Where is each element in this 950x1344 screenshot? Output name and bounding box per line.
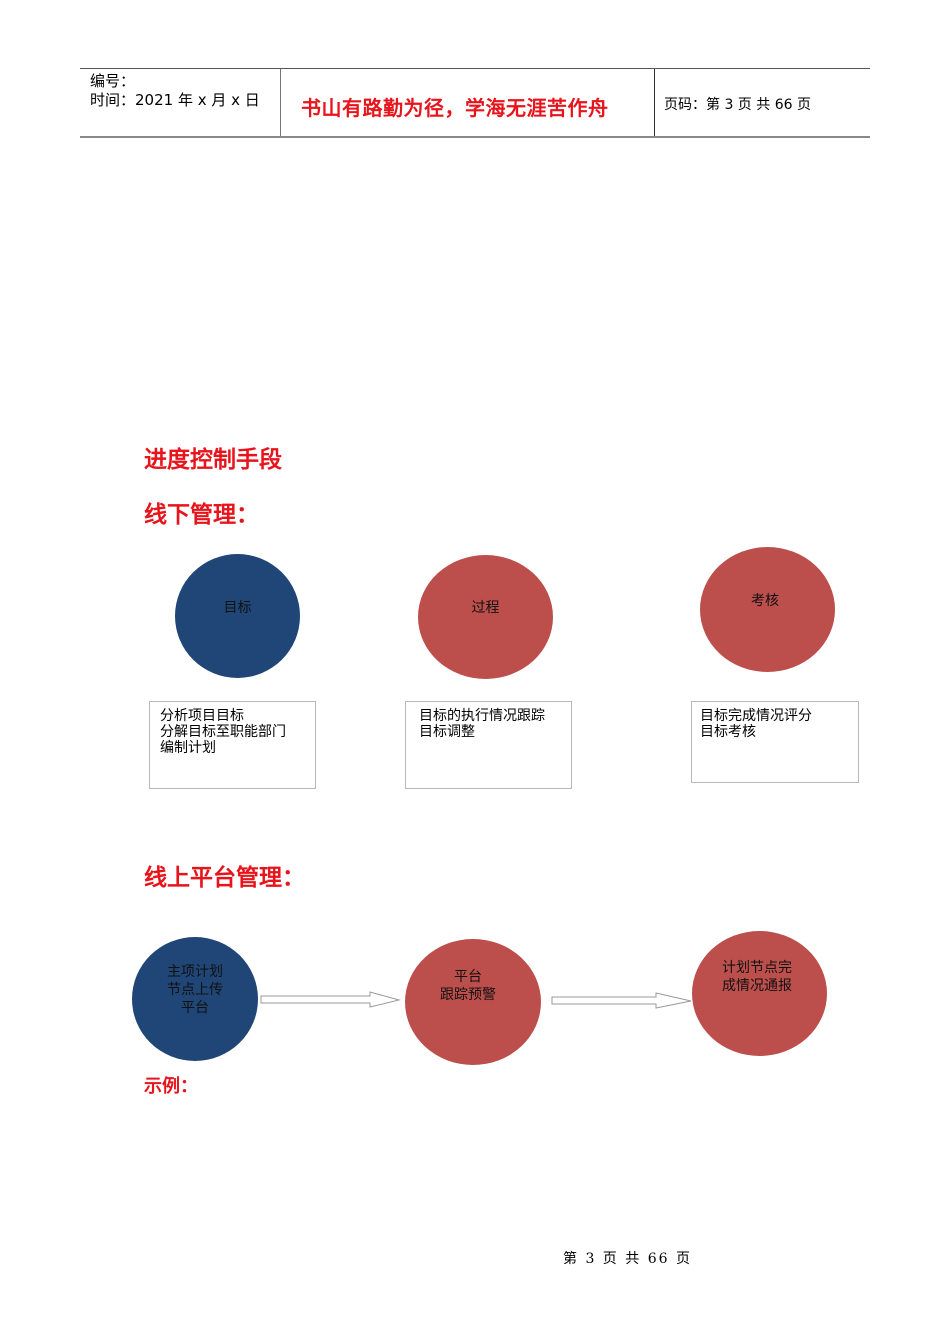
- box-line: 目标完成情况评分: [700, 708, 812, 724]
- circle-line: 平台: [454, 969, 482, 985]
- circle-line: 跟踪预警: [440, 987, 496, 1003]
- circle-assessment: 考核: [700, 547, 835, 672]
- circle-plan-upload: 主项计划 节点上传 平台: [132, 937, 258, 1061]
- header-meta-cell: 编号： 时间：2021 年 x 月 x 日: [80, 69, 281, 136]
- box-line: 目标考核: [700, 724, 756, 740]
- motto-text: 书山有路勤为径，学海无涯苦作舟: [301, 96, 609, 120]
- circle-text: 计划节点完 成情况通报: [687, 959, 827, 995]
- example-label: 示例：: [144, 1076, 198, 1097]
- circle-platform-alert: 平台 跟踪预警: [405, 939, 541, 1065]
- header-motto-cell: 书山有路勤为径，学海无涯苦作舟: [281, 69, 655, 136]
- page-header: 编号： 时间：2021 年 x 月 x 日 书山有路勤为径，学海无涯苦作舟 页码…: [80, 68, 870, 138]
- circle-line: 节点上传: [167, 982, 223, 998]
- offline-heading: 线下管理：: [144, 502, 259, 528]
- circle-label: 目标: [223, 600, 252, 616]
- circle-goal: 目标: [175, 554, 300, 678]
- assessment-description-box: 目标完成情况评分 目标考核: [691, 701, 859, 783]
- page-footer: 第 3 页 共 66 页: [563, 1251, 692, 1267]
- box-line: 目标的执行情况跟踪: [419, 708, 545, 724]
- circle-label: 考核: [751, 593, 779, 609]
- circle-label: 过程: [471, 600, 500, 616]
- box-line: 目标调整: [419, 724, 475, 740]
- date-label: 时间：2021 年 x 月 x 日: [90, 91, 260, 109]
- process-description-box: 目标的执行情况跟踪 目标调整: [405, 701, 572, 789]
- goal-description-box: 分析项目目标 分解目标至职能部门 编制计划: [149, 701, 316, 789]
- box-line: 编制计划: [160, 740, 216, 756]
- circle-process: 过程: [418, 555, 553, 679]
- circle-line: 平台: [181, 1000, 209, 1016]
- right-arrow-icon: [551, 992, 692, 1009]
- box-line: 分析项目目标: [160, 708, 244, 724]
- header-page-cell: 页码：第 3 页 共 66 页: [655, 69, 870, 136]
- circle-text: 主项计划 节点上传 平台: [132, 963, 258, 1017]
- circle-text: 平台 跟踪预警: [395, 968, 541, 1004]
- serial-label: 编号：: [90, 72, 136, 90]
- circle-completion-report: 计划节点完 成情况通报: [692, 931, 827, 1056]
- page-info: 页码：第 3 页 共 66 页: [664, 97, 811, 113]
- circle-line: 成情况通报: [722, 978, 792, 994]
- right-arrow-icon: [260, 991, 401, 1008]
- circle-line: 计划节点完: [722, 960, 792, 976]
- section-title: 进度控制手段: [144, 447, 282, 473]
- online-heading: 线上平台管理：: [144, 865, 305, 891]
- box-line: 分解目标至职能部门: [160, 724, 286, 740]
- circle-line: 主项计划: [167, 964, 223, 980]
